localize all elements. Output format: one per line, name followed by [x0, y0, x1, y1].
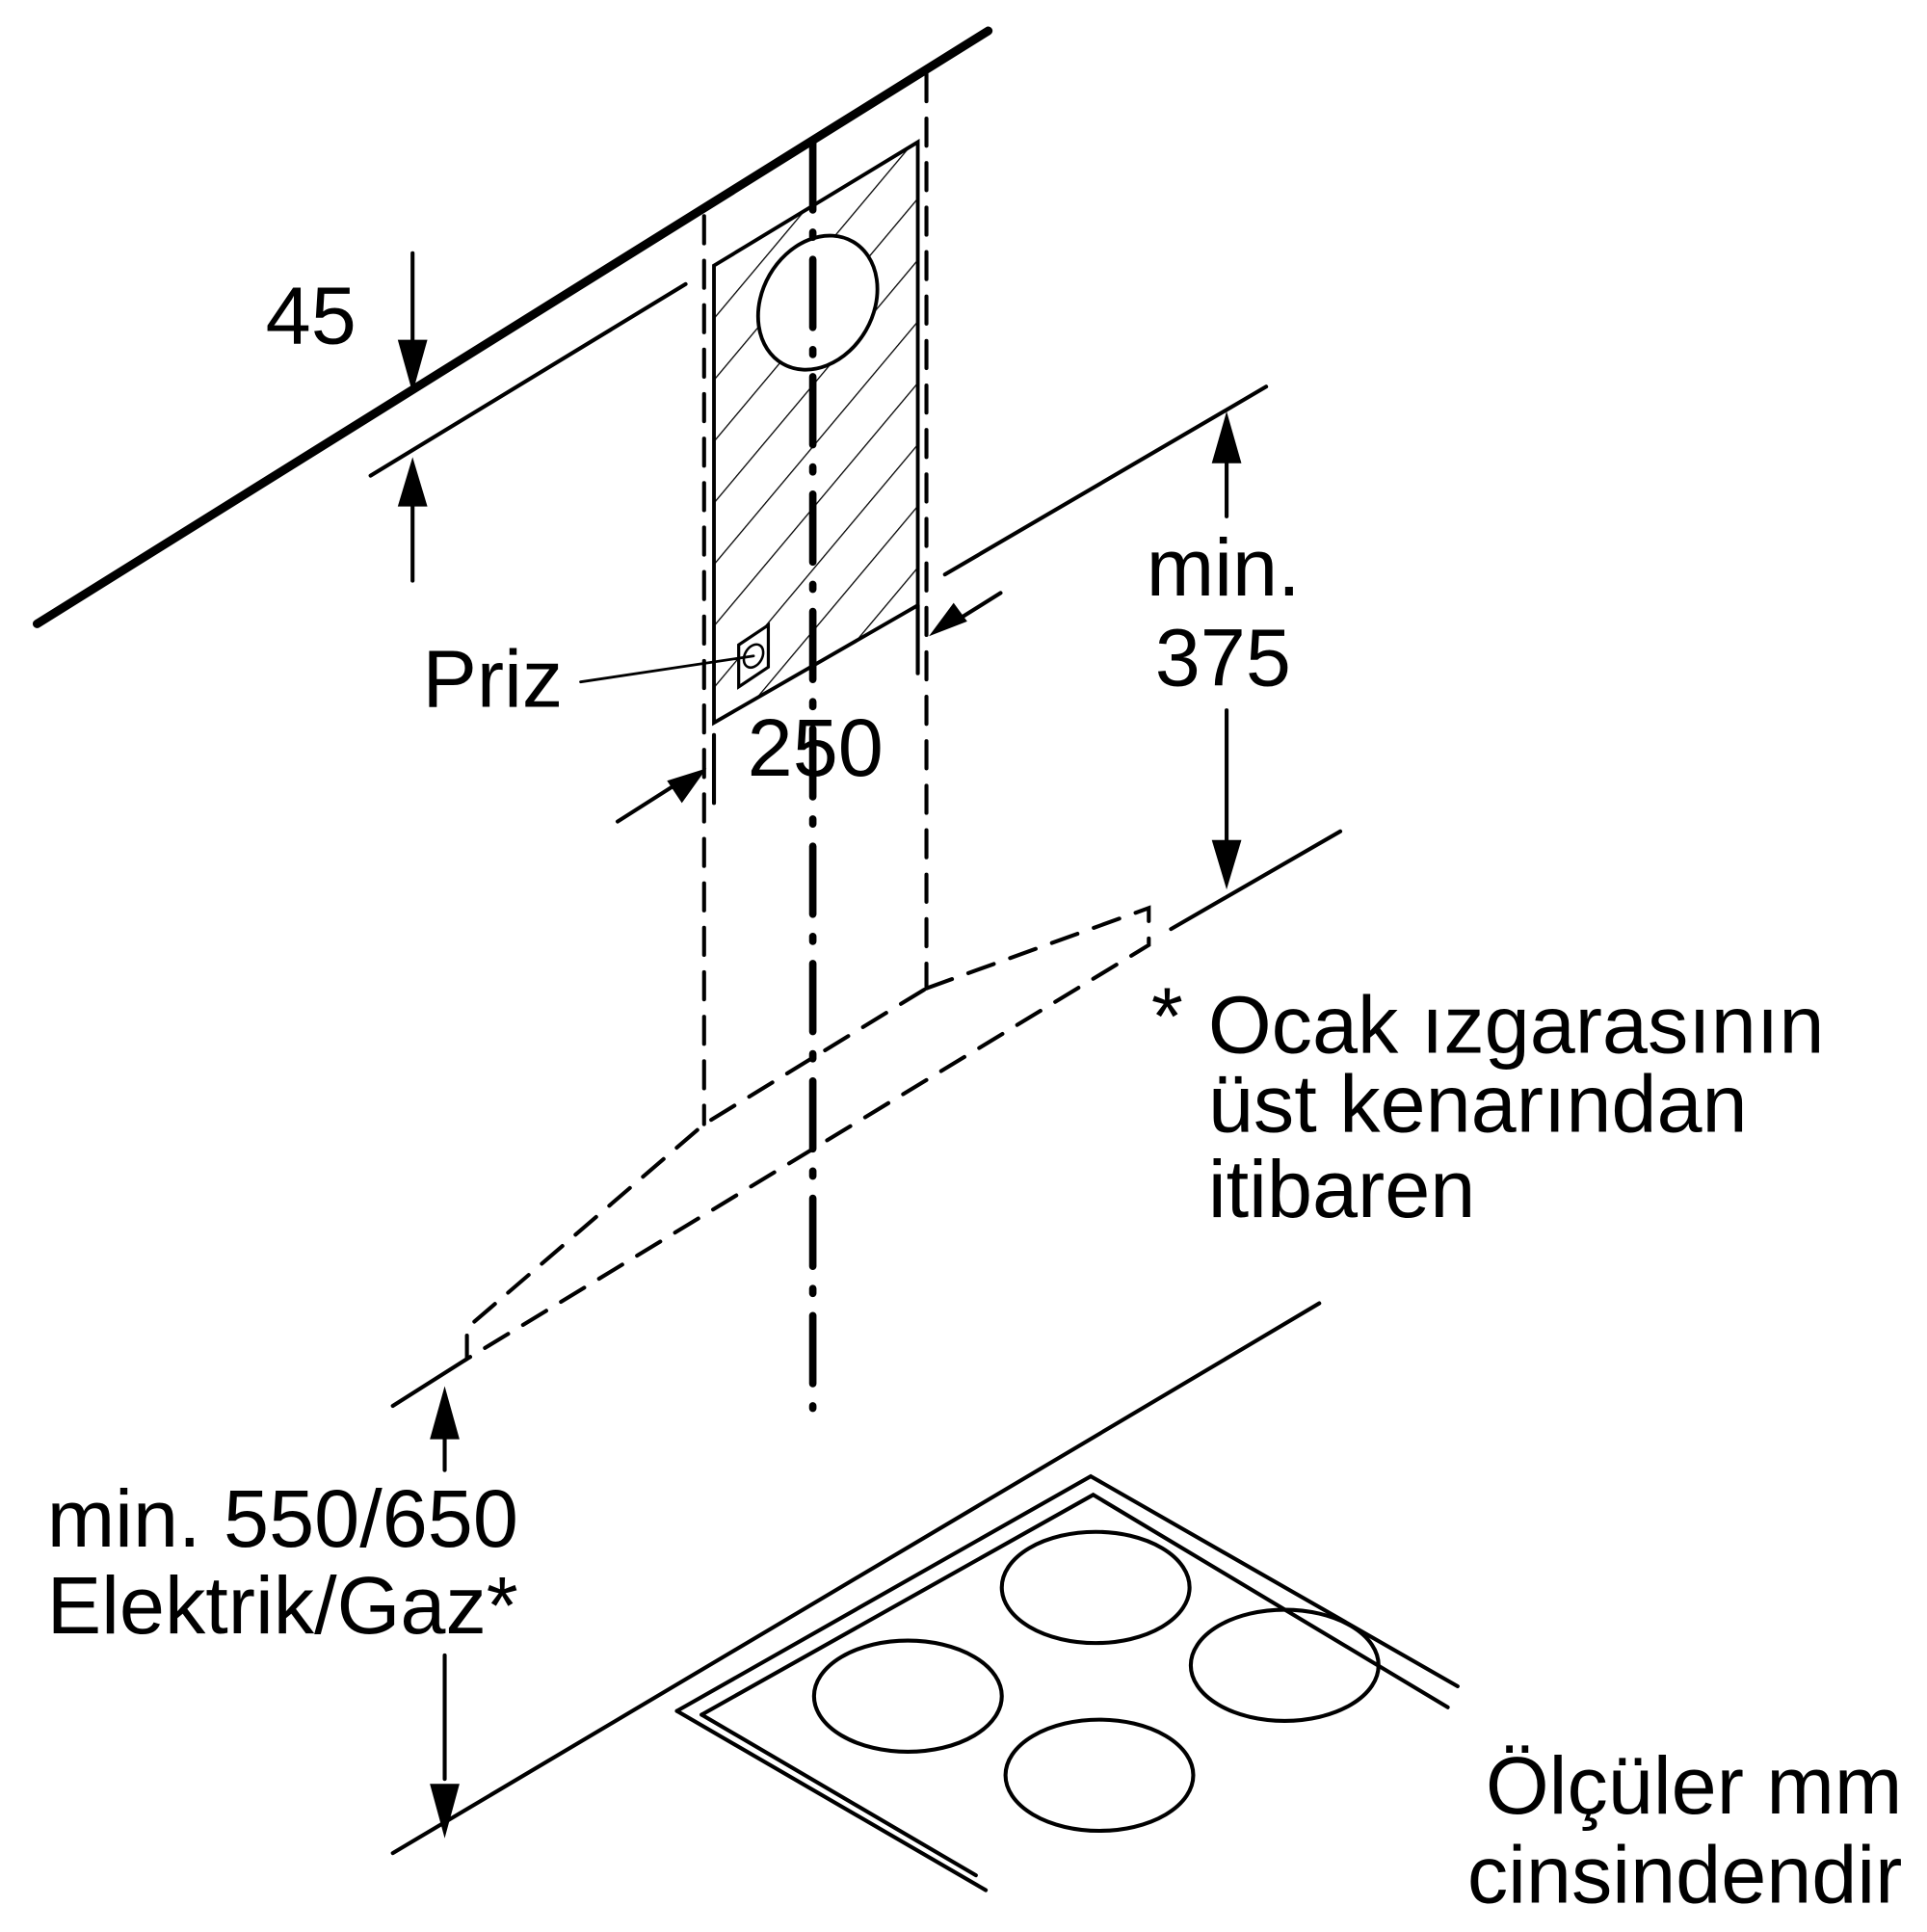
footnote-line1: Ocak ızgarasının	[1208, 978, 1825, 1070]
dimension-45: 45	[266, 251, 688, 583]
dimension-375-line1: min.	[1147, 521, 1301, 613]
units-line1: Ölçüler mm	[1486, 1739, 1902, 1831]
hood-outline	[464, 905, 1151, 1363]
units-note: Ölçüler mm cinsindendir	[1467, 1739, 1903, 1919]
hob	[390, 1301, 1460, 1892]
hob-burner-icon	[811, 1529, 1381, 1834]
footnote-line2: üst kenarından	[1208, 1057, 1748, 1149]
units-line2: cinsindendir	[1467, 1828, 1903, 1919]
footnote: * Ocak ızgarasının üst kenarından itibar…	[1151, 969, 1825, 1233]
ceiling-line	[32, 26, 993, 628]
dimension-250-label: 250	[748, 701, 884, 793]
dimension-min-375: min. 375	[942, 384, 1343, 932]
footnote-star: *	[1151, 969, 1183, 1061]
dimension-375-line2: 375	[1155, 612, 1291, 703]
socket-label: Priz	[422, 632, 563, 724]
footnote-line3: itibaren	[1208, 1143, 1476, 1234]
hob-distance-line2: Elektrik/Gaz*	[47, 1559, 518, 1651]
dimension-hob-distance: min. 550/650 Elektrik/Gaz*	[47, 1357, 518, 1839]
dimension-250: 250	[615, 591, 1003, 824]
hob-distance-line1: min. 550/650	[47, 1472, 518, 1564]
socket-label-group: Priz	[422, 632, 755, 724]
dimension-45-label: 45	[266, 269, 356, 360]
dashed-guides	[701, 71, 929, 1126]
